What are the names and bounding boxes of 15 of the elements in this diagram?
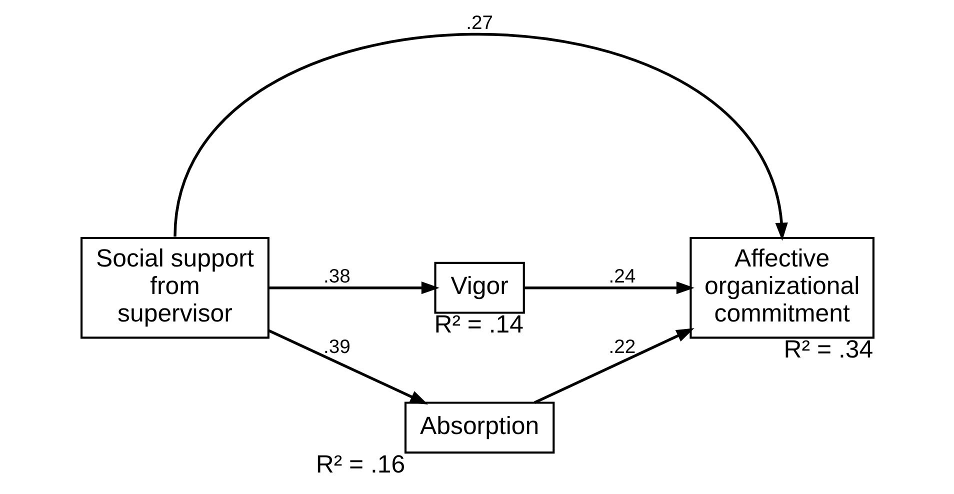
node-box: Social support from supervisor (80, 236, 269, 339)
node-box: Absorption (404, 402, 554, 454)
edge-label: .38 (323, 266, 350, 288)
arrow (533, 328, 694, 404)
edge-label: .39 (323, 336, 350, 358)
node-box: Vigor (434, 262, 524, 314)
edge-label: .27 (466, 12, 493, 34)
arrow (267, 329, 428, 404)
edge-label: .22 (608, 336, 636, 358)
node-box: Affective organizational commitment (689, 236, 874, 339)
arrow (523, 282, 694, 294)
arrow (268, 282, 439, 294)
node-label: R² = .16 (315, 450, 405, 479)
arrow (173, 33, 788, 241)
edge-label: .24 (608, 266, 636, 288)
